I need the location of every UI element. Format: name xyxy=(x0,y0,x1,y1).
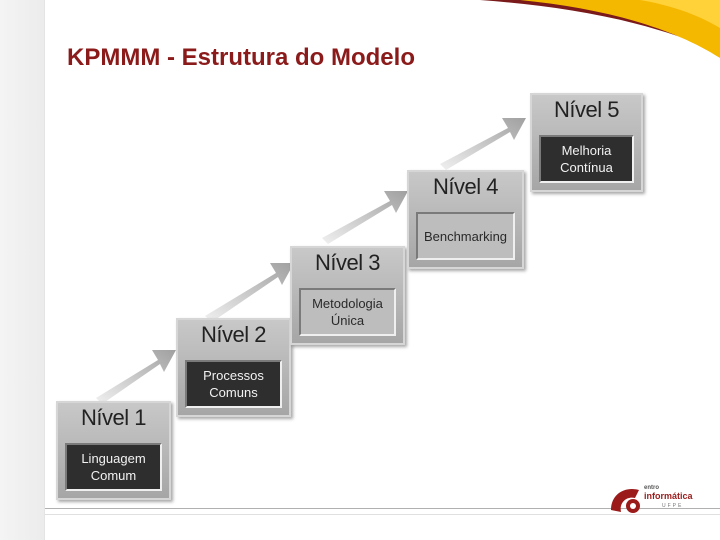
level-3-block: Nível 3 Metodologia Única xyxy=(290,246,405,345)
level-3-line-2: Única xyxy=(330,313,365,328)
centro-informatica-logo: entro informática UFPE xyxy=(600,472,715,516)
logo-sub-text: UFPE xyxy=(662,503,684,509)
footer-divider xyxy=(45,508,720,509)
level-1-heading: Nível 1 xyxy=(81,405,146,430)
level-1-block: Nível 1 Linguagem Comum xyxy=(56,401,171,500)
level-4-block: Nível 4 Benchmarking xyxy=(407,170,524,269)
level-2-block: Nível 2 Processos Comuns xyxy=(176,318,291,417)
level-4-heading: Nível 4 xyxy=(433,174,498,199)
slide-title: KPMMM - Estrutura do Modelo xyxy=(67,44,415,71)
level-5-heading: Nível 5 xyxy=(554,97,619,122)
level-5-line-2: Contínua xyxy=(560,160,613,175)
level-1-line-1: Linguagem xyxy=(81,451,146,466)
footer-divider-light xyxy=(45,514,720,515)
level-3-heading: Nível 3 xyxy=(315,250,380,275)
left-sidebar-band xyxy=(0,0,44,540)
level-1-line-2: Comum xyxy=(90,468,137,483)
level-3-description: Metodologia Única xyxy=(299,288,396,336)
level-5-line-1: Melhoria xyxy=(561,143,612,158)
logo-top-text: entro xyxy=(644,485,659,491)
logo-mark-icon xyxy=(611,488,640,513)
level-5-description: Melhoria Contínua xyxy=(539,135,634,183)
level-2-description: Processos Comuns xyxy=(185,360,282,408)
level-2-line-1: Processos xyxy=(203,368,264,383)
level-5-block: Nível 5 Melhoria Contínua xyxy=(530,93,643,192)
arrow-level4-to-5 xyxy=(440,118,526,170)
level-4-description: Benchmarking xyxy=(416,212,515,260)
arrow-level2-to-3 xyxy=(205,263,294,322)
level-2-line-2: Comuns xyxy=(209,385,258,400)
level-3-line-1: Metodologia xyxy=(312,296,383,311)
level-2-heading: Nível 2 xyxy=(201,322,266,347)
arrow-level1-to-2 xyxy=(96,350,176,404)
level-1-description: Linguagem Comum xyxy=(65,443,162,491)
level-4-line-1: Benchmarking xyxy=(423,228,508,244)
logo-main-text: informática xyxy=(644,491,693,501)
arrow-level3-to-4 xyxy=(322,191,408,244)
sidebar-edge xyxy=(44,0,45,540)
